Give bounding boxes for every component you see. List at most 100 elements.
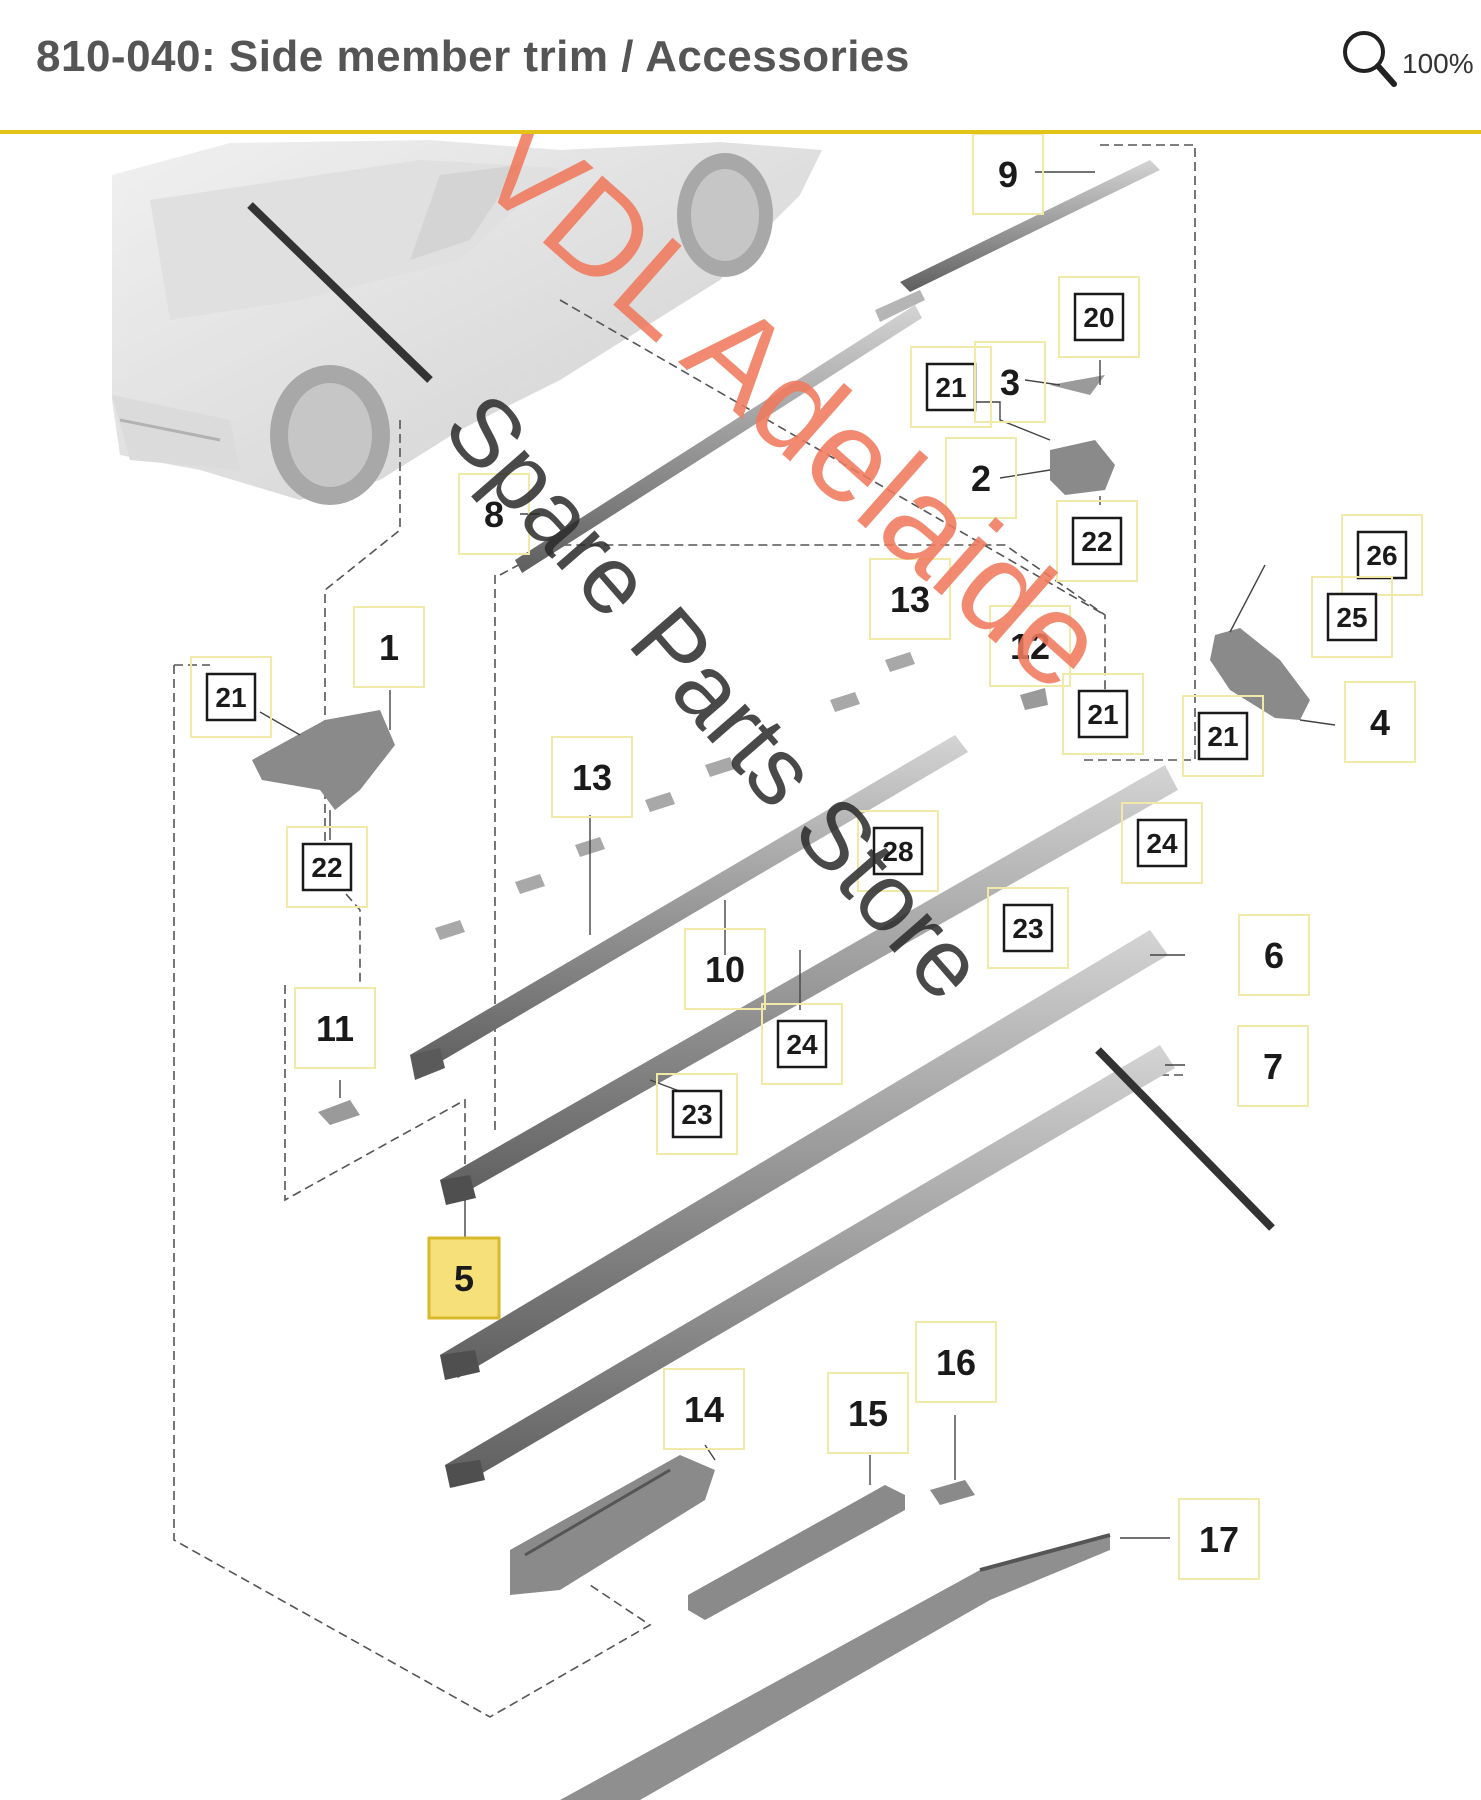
part-6-sill-panel (440, 930, 1168, 1380)
callout-c13a[interactable]: 13 (869, 558, 951, 640)
callout-frame (1178, 1498, 1260, 1580)
callout-box (671, 1089, 723, 1139)
callout-c25[interactable]: 25 (1311, 576, 1393, 658)
callout-box (1136, 818, 1188, 868)
callout-c22a[interactable]: 22 (1056, 500, 1138, 582)
callout-frame (427, 1236, 501, 1320)
callout-c11[interactable]: 11 (294, 987, 376, 1069)
callout-frame (761, 1003, 843, 1085)
zoom-control[interactable]: 100% (1340, 28, 1481, 98)
callout-c3[interactable]: 3 (974, 341, 1046, 423)
callout-c4[interactable]: 4 (1344, 681, 1416, 763)
callout-number: 20 (1083, 302, 1114, 333)
callout-number: 22 (311, 852, 342, 883)
callout-frame (989, 605, 1071, 687)
callout-c24b[interactable]: 24 (761, 1003, 843, 1085)
callout-number: 23 (1012, 913, 1043, 944)
callout-frame (974, 341, 1046, 423)
callout-number: 11 (316, 1008, 354, 1049)
callout-c21c[interactable]: 21 (1062, 673, 1144, 755)
callout-c24a[interactable]: 24 (1121, 802, 1203, 884)
callout-frame (656, 1073, 738, 1155)
callout-c26[interactable]: 26 (1341, 514, 1423, 596)
part-11-clip (318, 1100, 360, 1125)
callout-number: 21 (1207, 721, 1238, 752)
callout-c22b[interactable]: 22 (286, 826, 368, 908)
callout-number: 7 (1263, 1046, 1283, 1087)
callout-box (1197, 711, 1249, 761)
callout-frame (663, 1368, 745, 1450)
part-8-upper-trim (515, 305, 922, 573)
vehicle-illustration (112, 140, 822, 505)
callout-number: 21 (1087, 699, 1118, 730)
part-9-roof-trim (875, 160, 1160, 322)
callout-c23a[interactable]: 23 (987, 887, 1069, 969)
page-title: 810-040: Side member trim / Accessories (36, 32, 910, 81)
callout-frame (1341, 514, 1423, 596)
callout-c10[interactable]: 10 (684, 928, 766, 1010)
callout-frame (910, 346, 992, 428)
callout-box (301, 842, 353, 892)
part-13-clips (435, 652, 915, 940)
callout-c21a[interactable]: 21 (910, 346, 992, 428)
part-1-bracket (252, 710, 395, 810)
callout-c12[interactable]: 12 (989, 605, 1071, 687)
callout-c15[interactable]: 15 (827, 1372, 909, 1454)
part-3-clip (1050, 375, 1105, 395)
diagram-canvas: 9202132228262513121212121413222423281061… (112, 134, 1423, 1800)
callout-c20[interactable]: 20 (1058, 276, 1140, 358)
callout-frame (915, 1321, 997, 1403)
callout-box (776, 1019, 828, 1069)
callout-frame (1182, 695, 1264, 777)
callout-c23b[interactable]: 23 (656, 1073, 738, 1155)
callout-frame (190, 656, 272, 738)
part-2-clip (1050, 440, 1115, 495)
callout-box (1326, 592, 1378, 642)
callout-number: 3 (1000, 362, 1020, 403)
callout-number: 14 (684, 1389, 724, 1430)
callout-number: 26 (1366, 540, 1397, 571)
callout-frame (857, 810, 939, 892)
callout-box (1071, 516, 1123, 566)
callout-number: 28 (882, 836, 913, 867)
callout-frame (1238, 914, 1310, 996)
callout-frame (972, 134, 1044, 215)
callout-c17[interactable]: 17 (1178, 1498, 1260, 1580)
callout-c9[interactable]: 9 (972, 134, 1044, 215)
callout-c16[interactable]: 16 (915, 1321, 997, 1403)
header-bar: 810-040: Side member trim / Accessories … (0, 0, 1481, 134)
callout-c6[interactable]: 6 (1238, 914, 1310, 996)
part-12-clip (1020, 688, 1048, 710)
callout-c13b[interactable]: 13 (551, 736, 633, 818)
callout-frame (684, 928, 766, 1010)
callout-c14[interactable]: 14 (663, 1368, 745, 1450)
callout-number: 4 (1370, 702, 1390, 743)
callout-frame (551, 736, 633, 818)
part-7-sill-panel (445, 1045, 1175, 1488)
callout-c2[interactable]: 2 (945, 437, 1017, 519)
callout-frame (1237, 1025, 1309, 1107)
part-5-sill-rail (440, 765, 1178, 1205)
callout-frame (458, 473, 530, 555)
callout-c21b[interactable]: 21 (190, 656, 272, 738)
part-14-bracket (510, 1455, 715, 1595)
callout-box (1002, 903, 1054, 953)
callout-frame (1062, 673, 1144, 755)
callout-c5[interactable]: 5 (427, 1236, 501, 1320)
part-16-clip (930, 1480, 975, 1505)
callout-number: 24 (786, 1029, 818, 1060)
callout-number: 15 (848, 1393, 888, 1434)
part-15-bracket (688, 1485, 905, 1620)
callout-box (205, 672, 257, 722)
callout-c7[interactable]: 7 (1237, 1025, 1309, 1107)
callout-c21d[interactable]: 21 (1182, 695, 1264, 777)
callout-c28[interactable]: 28 (857, 810, 939, 892)
callout-c1[interactable]: 1 (353, 606, 425, 688)
callout-frame (1311, 576, 1393, 658)
callout-c8[interactable]: 8 (458, 473, 530, 555)
callout-number: 13 (572, 757, 612, 798)
magnifier-icon[interactable] (1340, 28, 1400, 90)
callout-number: 12 (1010, 626, 1050, 667)
